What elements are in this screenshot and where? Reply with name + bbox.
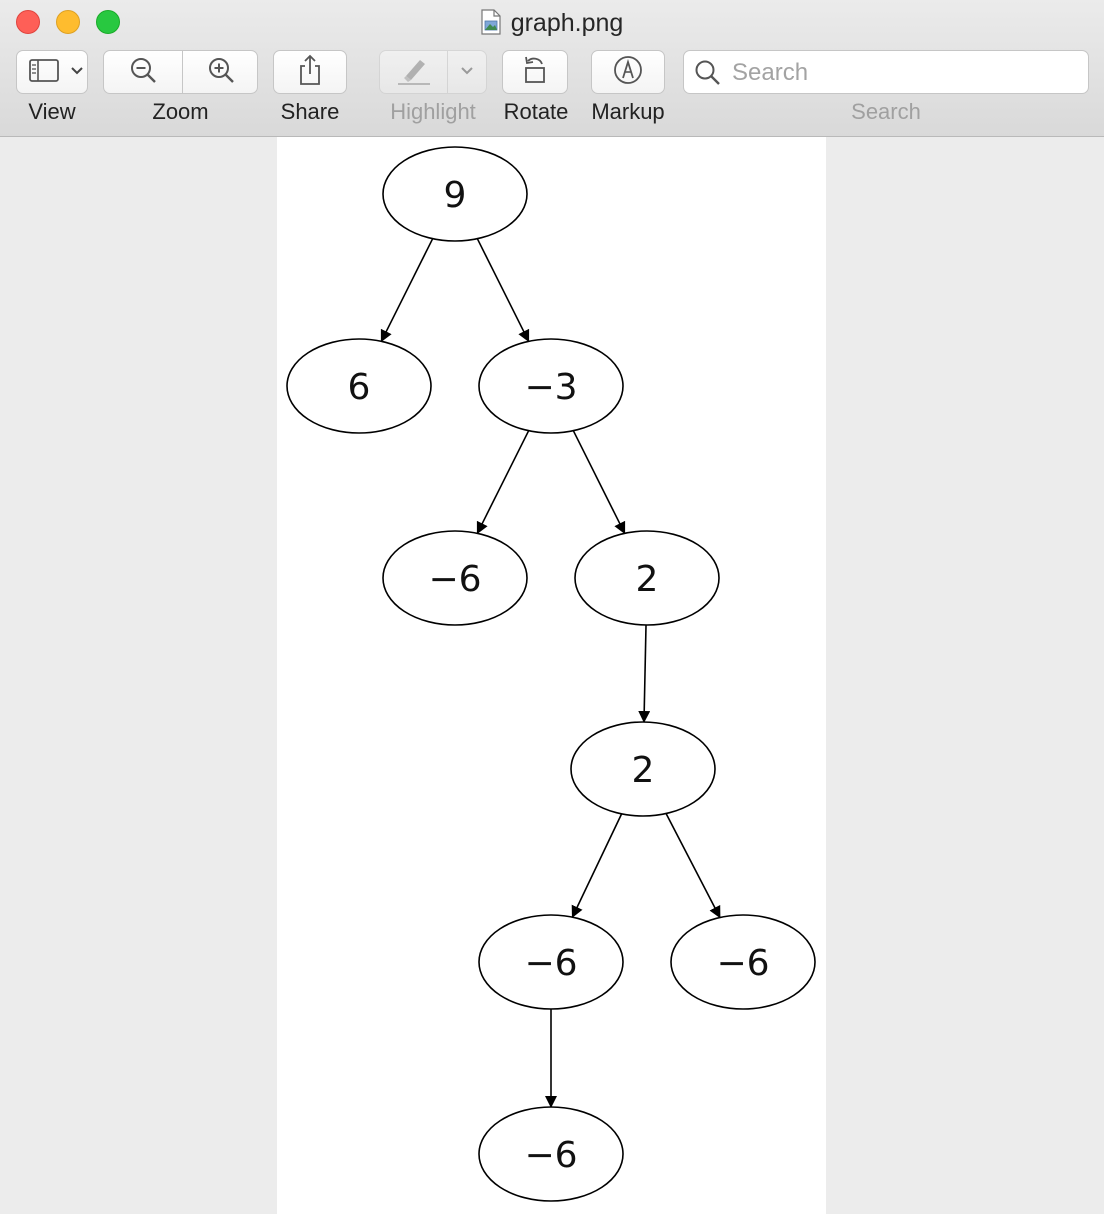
- node-label: 2: [632, 750, 655, 791]
- node-ellipse: [478, 1106, 624, 1202]
- node-ellipse: [286, 338, 432, 434]
- graph-node: −3: [478, 338, 624, 434]
- node-ellipse: [670, 914, 816, 1010]
- markup-pen-icon: [612, 54, 644, 91]
- node-ellipse: [570, 721, 716, 817]
- node-label: −6: [524, 1135, 577, 1176]
- node-label: 9: [444, 175, 467, 216]
- node-label: −3: [524, 367, 577, 408]
- graph-node: −6: [478, 914, 624, 1010]
- image-file-icon: [481, 9, 501, 35]
- edge-n4-n5: [638, 624, 651, 724]
- node-label: −6: [524, 943, 577, 984]
- node-label: −6: [428, 559, 481, 600]
- node-ellipse: [382, 530, 528, 626]
- search-label: Search: [851, 99, 921, 124]
- edge-n2-n4: [572, 430, 626, 535]
- edge-n0-n1: [380, 238, 434, 343]
- chevron-down-icon: [460, 63, 474, 81]
- share-button[interactable]: [273, 50, 347, 94]
- highlight-control: [379, 50, 487, 94]
- graph-node: 6: [286, 338, 432, 434]
- node-label: 2: [636, 559, 659, 600]
- graph-node: −6: [670, 914, 816, 1010]
- title-bar: graph.png View: [0, 0, 1104, 137]
- highlight-divider: [447, 51, 448, 93]
- chevron-down-icon: [70, 63, 84, 81]
- highlight-options-button[interactable]: [448, 51, 486, 93]
- zoom-label: Zoom: [152, 99, 209, 124]
- graph-node: −6: [478, 1106, 624, 1202]
- share-icon: [295, 54, 325, 91]
- window-title: graph.png: [0, 6, 1104, 40]
- sidebar-icon: [20, 56, 70, 89]
- zoom-in-icon: [206, 55, 236, 90]
- view-button[interactable]: [16, 50, 88, 94]
- node-ellipse: [478, 338, 624, 434]
- search-input[interactable]: [730, 57, 1074, 89]
- rotate-button[interactable]: [502, 50, 568, 94]
- tree-graph: 9 6 −3 −6 2 2 −6 −6 −6: [286, 146, 816, 1202]
- rotate-left-icon: [518, 54, 552, 91]
- image-page: 9 6 −3 −6 2 2 −6 −6 −6: [277, 137, 826, 1214]
- markup-button[interactable]: [591, 50, 665, 94]
- edge-n5-n7: [665, 813, 721, 919]
- edge-n2-n3: [476, 430, 530, 535]
- highlight-button[interactable]: [380, 51, 447, 93]
- edge-n0-n2: [476, 238, 530, 343]
- node-label: 6: [348, 367, 371, 408]
- markup-label: Markup: [591, 99, 665, 124]
- zoom-control: [103, 50, 258, 94]
- graph-node: 2: [570, 721, 716, 817]
- rotate-label: Rotate: [503, 99, 569, 124]
- graph-node: −6: [382, 530, 528, 626]
- node-ellipse: [382, 146, 528, 242]
- graph-node: 9: [382, 146, 528, 242]
- zoom-in-button[interactable]: [183, 51, 258, 93]
- zoom-out-button[interactable]: [104, 51, 182, 93]
- close-window-button[interactable]: [16, 10, 40, 34]
- view-label: View: [28, 99, 76, 124]
- document-area[interactable]: 9 6 −3 −6 2 2 −6 −6 −6: [0, 137, 1104, 1214]
- node-ellipse: [574, 530, 720, 626]
- edge-n5-n6: [571, 813, 623, 919]
- zoom-divider: [182, 51, 183, 93]
- search-field[interactable]: [683, 50, 1089, 94]
- zoom-out-icon: [128, 55, 158, 90]
- highlight-label: Highlight: [390, 99, 476, 124]
- node-label: −6: [716, 943, 769, 984]
- highlighter-icon: [394, 54, 434, 91]
- zoom-window-button[interactable]: [96, 10, 120, 34]
- share-label: Share: [280, 99, 340, 124]
- graph-node: 2: [574, 530, 720, 626]
- node-ellipse: [478, 914, 624, 1010]
- minimize-window-button[interactable]: [56, 10, 80, 34]
- search-icon: [694, 59, 722, 92]
- window-title-text: graph.png: [510, 9, 624, 37]
